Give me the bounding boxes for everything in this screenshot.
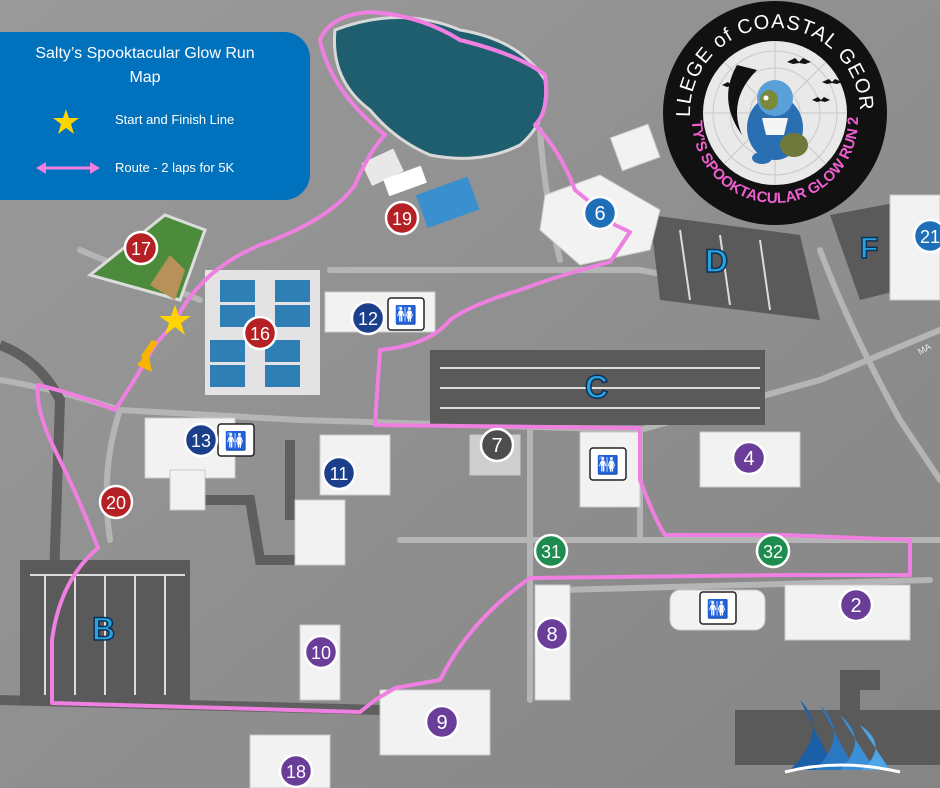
pavilion [361, 148, 480, 229]
lot-letter-d: D [705, 243, 728, 279]
lot-letter-b: B [92, 611, 115, 647]
building-marker-label: 10 [311, 643, 331, 663]
building-marker-8: 8 [534, 616, 570, 652]
start-finish-star-icon [137, 305, 191, 372]
legend-title: Salty’s Spooktacular Glow Run Map [0, 42, 290, 90]
lot-letter-c: C [585, 369, 608, 405]
building-markers: 17 19 16 20 18 6 12 13 11 21 7 4 2 8 10 9 31 32 [98, 195, 940, 788]
bat-icon [722, 58, 842, 102]
building-marker-17: 17 [123, 230, 159, 266]
sail-logo [784, 700, 901, 774]
building-marker-13: 13 [183, 422, 219, 458]
svg-text:🚻: 🚻 [395, 304, 417, 326]
building-marker-2: 2 [838, 587, 874, 623]
building-marker-9: 9 [424, 704, 460, 740]
lot-letter-f: F [860, 232, 878, 265]
building-marker-18: 18 [278, 753, 314, 788]
restroom-icon: 🚻 [589, 447, 627, 481]
legend-title-line1: Salty’s Spooktacular Glow Run [35, 45, 255, 62]
parking-lot-d [650, 215, 820, 320]
building-marker-label: 17 [131, 239, 151, 259]
svg-text:🚻: 🚻 [707, 598, 729, 620]
building-marker-20: 20 [98, 484, 134, 520]
legend-start-finish-label: Start and Finish Line [115, 112, 235, 127]
building-marker-10: 10 [303, 634, 339, 670]
building-marker-label: 12 [358, 309, 378, 329]
building-marker-label: 11 [330, 464, 349, 484]
building-marker-label: 13 [191, 431, 211, 451]
building-marker-label: 9 [436, 712, 447, 734]
parking-lot-b [20, 560, 190, 705]
building-marker-label: 4 [743, 448, 754, 470]
mascot-icon [747, 80, 808, 164]
building-marker-6: 6 [582, 195, 618, 231]
legend-row-start: Start and Finish Line [0, 108, 300, 134]
building-marker-label: 2 [850, 595, 861, 617]
building-marker-label: 6 [594, 203, 605, 225]
building-marker-11: 11 [321, 455, 357, 491]
restroom-icon: 🚻 [387, 297, 425, 331]
building-marker-31: 31 [533, 533, 569, 569]
building-marker-16: 16 [242, 315, 278, 351]
lake [332, 16, 548, 160]
lot-letters: B C D F [91, 231, 879, 648]
building-marker-19: 19 [384, 200, 420, 236]
building-marker-12: 12 [350, 300, 386, 336]
parking-lot-c [430, 350, 765, 425]
legend-route-label: Route - 2 laps for 5K [115, 160, 235, 175]
svg-text:🚻: 🚻 [225, 430, 247, 452]
building-marker-label: 16 [250, 324, 270, 344]
restroom-icon: 🚻 [217, 423, 255, 457]
route-arrow-icon [36, 162, 100, 174]
start-finish-star-icon [53, 109, 79, 134]
building-marker-label: 18 [286, 762, 306, 782]
building-marker-label: 20 [106, 493, 126, 513]
restroom-icons: 🚻 🚻 🚻 🚻 [217, 297, 737, 625]
restroom-icon: 🚻 [699, 591, 737, 625]
building-marker-21: 21 [912, 218, 940, 254]
building-marker-32: 32 [755, 533, 791, 569]
event-logo: COLLEGE of COASTAL GEORGIA SALTY'S SPOOK… [662, 0, 887, 225]
tennis-courts [205, 270, 320, 395]
building-marker-4: 4 [731, 440, 767, 476]
map-legend: Salty’s Spooktacular Glow Run Map Start … [0, 32, 310, 200]
building-marker-label: 32 [763, 542, 783, 562]
building-marker-label: 21 [920, 227, 940, 247]
building-marker-label: 8 [546, 624, 557, 646]
legend-row-route: Route - 2 laps for 5K [0, 156, 300, 180]
legend-title-line2: Map [129, 69, 161, 86]
building-marker-label: 31 [541, 542, 561, 562]
route-line [35, 10, 912, 714]
building-marker-label: 7 [491, 435, 502, 457]
svg-text:🚻: 🚻 [597, 454, 619, 476]
building-marker-7: 7 [479, 427, 515, 463]
building-marker-label: 19 [392, 209, 412, 229]
